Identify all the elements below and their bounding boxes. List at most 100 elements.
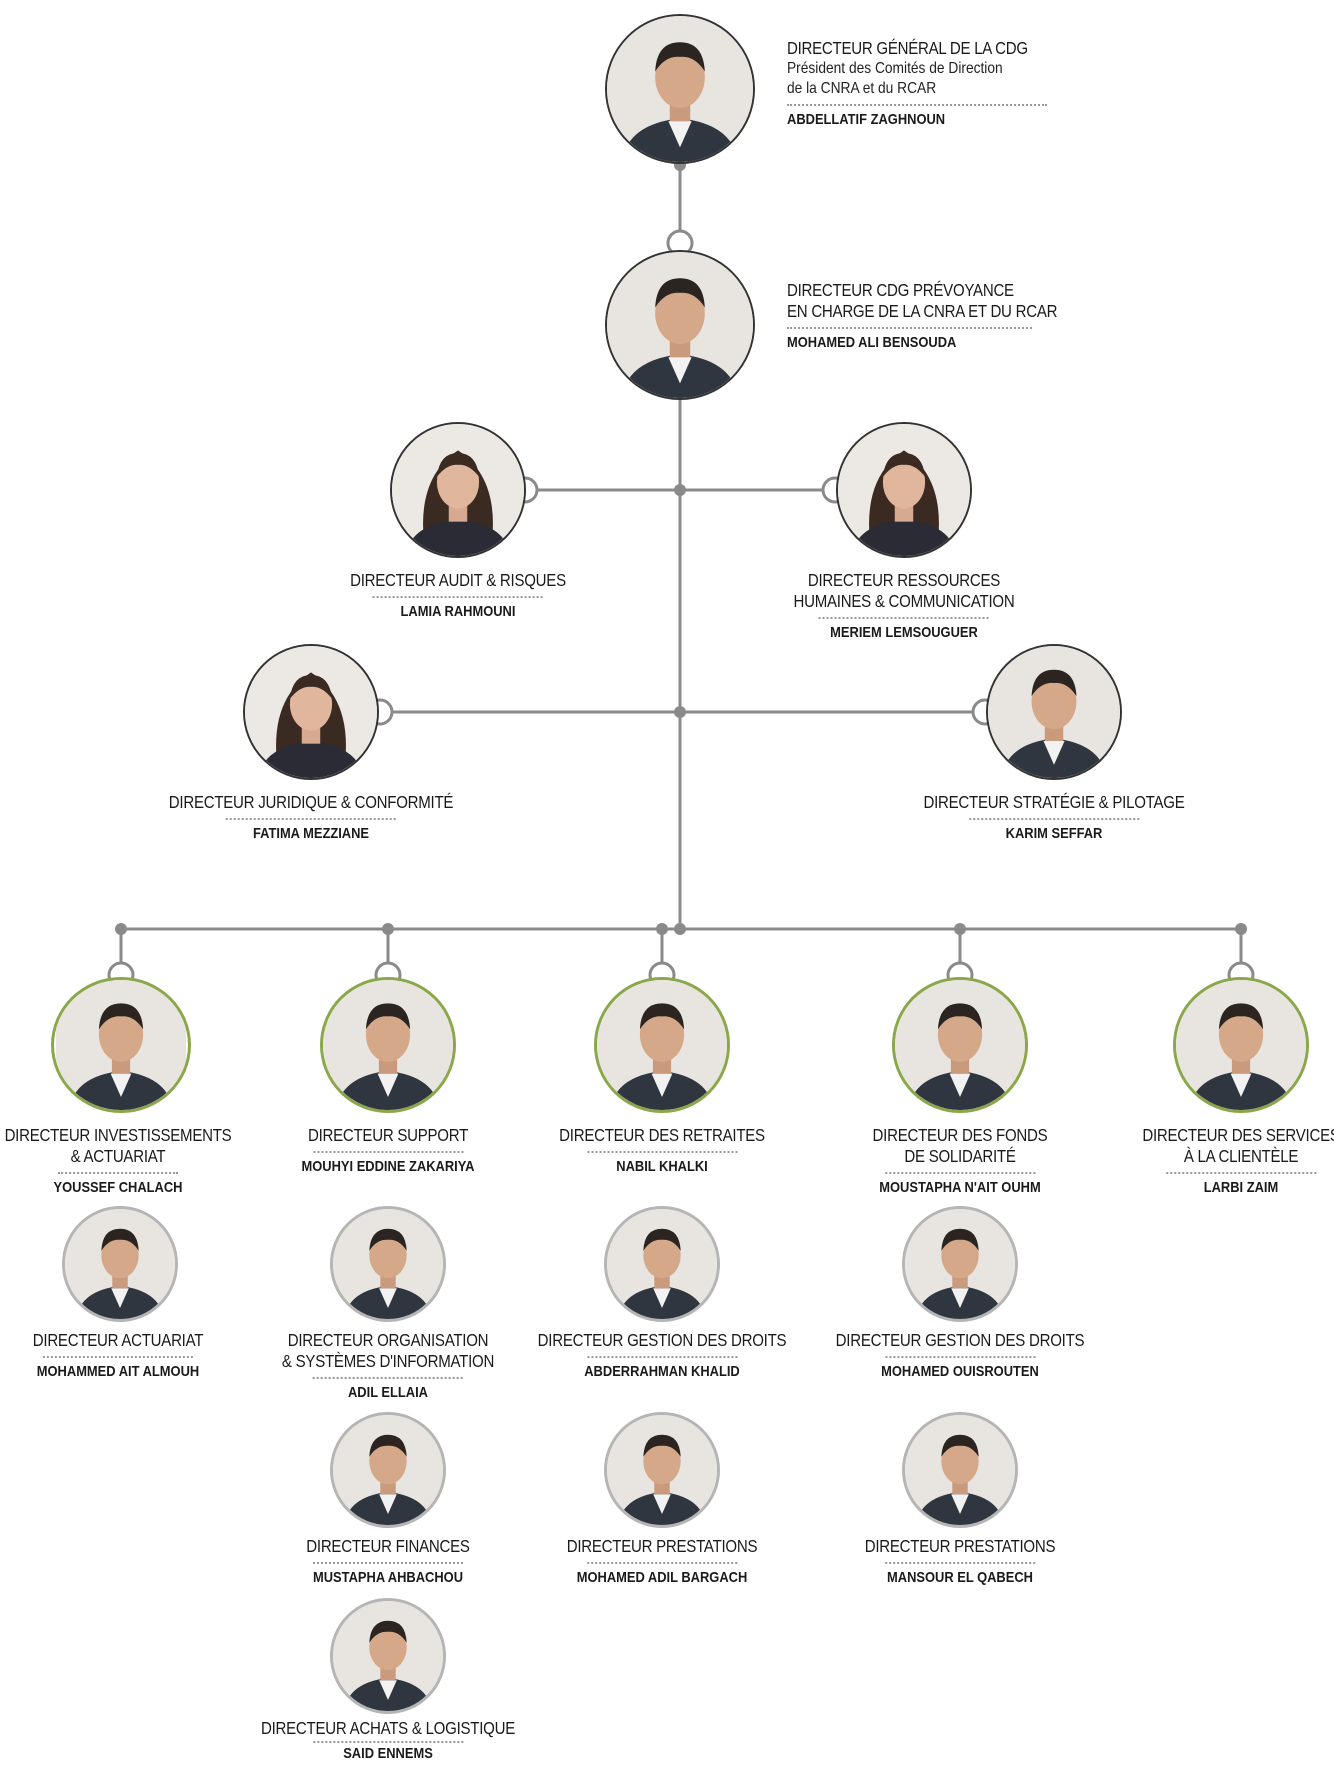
label-strategie-pilotage: DIRECTEUR STRATÉGIE & PILOTAGE KARIM SEF… bbox=[902, 792, 1205, 843]
person-name: LAMIA RAHMOUNI bbox=[400, 603, 516, 620]
label-finances: DIRECTEUR FINANCES MUSTAPHA AHBACHOU bbox=[293, 1536, 483, 1587]
label-actuariat: DIRECTEUR ACTUARIAT MOHAMMED AIT ALMOUH bbox=[19, 1330, 217, 1381]
label-prestations-solidarite: DIRECTEUR PRESTATIONS MANSOUR EL QABECH bbox=[849, 1536, 1071, 1587]
person-name: YOUSSEF CHALACH bbox=[53, 1179, 183, 1196]
person-name: ABDERRAHMAN KHALID bbox=[584, 1363, 740, 1380]
role-title: DIRECTEUR DES FONDS bbox=[872, 1125, 1048, 1145]
person-name: MOHAMED ALI BENSOUDA bbox=[787, 334, 957, 351]
role-title-line-2: À LA CLIENTÈLE bbox=[1183, 1146, 1299, 1166]
label-audit-risques: DIRECTEUR AUDIT & RISQUES LAMIA RAHMOUNI bbox=[333, 570, 584, 621]
dotted-divider bbox=[586, 1356, 737, 1358]
portrait-gestion-droits-solidarite bbox=[902, 1206, 1018, 1322]
dotted-divider bbox=[885, 1172, 1035, 1174]
dotted-divider bbox=[1165, 1172, 1316, 1174]
person-name: KARIM SEFFAR bbox=[1005, 825, 1103, 842]
label-support: DIRECTEUR SUPPORT MOUHYI EDDINE ZAKARIYA bbox=[287, 1125, 488, 1176]
dotted-divider bbox=[884, 1562, 1035, 1564]
portrait-gestion-droits-retraites bbox=[604, 1206, 720, 1322]
portrait-achats-logistique bbox=[330, 1598, 446, 1714]
dotted-divider bbox=[884, 1356, 1035, 1358]
dotted-divider bbox=[312, 1151, 463, 1153]
person-name: MOHAMED ADIL BARGACH bbox=[576, 1569, 748, 1586]
role-title: DIRECTEUR SUPPORT bbox=[307, 1125, 469, 1145]
portrait-support bbox=[320, 977, 456, 1113]
dotted-divider bbox=[586, 1562, 737, 1564]
role-title-line-2: EN CHARGE DE LA CNRA ET DU RCAR bbox=[787, 301, 1058, 321]
person-name: MOHAMED OUISROUTEN bbox=[881, 1363, 1039, 1380]
role-subtitle-1: Président des Comités de Direction bbox=[787, 60, 1003, 77]
dotted-divider bbox=[787, 327, 1032, 329]
role-title: DIRECTEUR AUDIT & RISQUES bbox=[350, 570, 566, 590]
person-name: MOHAMMED AIT ALMOUH bbox=[36, 1363, 200, 1380]
person-name: SAID ENNEMS bbox=[343, 1745, 433, 1762]
role-title: DIRECTEUR ACTUARIAT bbox=[32, 1330, 204, 1350]
role-title-line-2: & ACTUARIAT bbox=[70, 1146, 166, 1166]
role-title: DIRECTEUR JURIDIQUE & CONFORMITÉ bbox=[168, 792, 454, 812]
portrait-services-clientele bbox=[1173, 977, 1309, 1113]
person-name: MUSTAPHA AHBACHOU bbox=[312, 1569, 464, 1586]
portrait-prestations-solidarite bbox=[902, 1412, 1018, 1528]
dotted-divider bbox=[787, 104, 1047, 106]
label-fonds-solidarite: DIRECTEUR DES FONDS DE SOLIDARITÉ MOUSTA… bbox=[858, 1125, 1061, 1197]
person-name: ABDELLATIF ZAGHNOUN bbox=[787, 111, 946, 128]
person-name: NABIL KHALKI bbox=[616, 1158, 708, 1175]
role-title-line-2: & SYSTÈMES D'INFORMATION bbox=[281, 1351, 495, 1371]
role-title-line-2: HUMAINES & COMMUNICATION bbox=[793, 591, 1015, 611]
role-title: DIRECTEUR GESTION DES DROITS bbox=[537, 1330, 787, 1350]
portrait-actuariat bbox=[62, 1206, 178, 1322]
label-juridique-conformite: DIRECTEUR JURIDIQUE & CONFORMITÉ FATIMA … bbox=[146, 792, 477, 843]
label-organisation-si: DIRECTEUR ORGANISATION & SYSTÈMES D'INFO… bbox=[265, 1330, 512, 1402]
dotted-divider bbox=[226, 818, 396, 820]
dotted-divider bbox=[819, 617, 989, 619]
dotted-divider bbox=[586, 1151, 737, 1153]
portrait-ressources-humaines bbox=[836, 422, 972, 558]
role-title: DIRECTEUR CDG PRÉVOYANCE bbox=[787, 280, 1014, 300]
person-name: MANSOUR EL QABECH bbox=[887, 1569, 1033, 1586]
portrait-strategie-pilotage bbox=[986, 644, 1122, 780]
person-name: MERIEM LEMSOUGUER bbox=[830, 624, 978, 641]
label-directeur-cdg-prevoyance: DIRECTEUR CDG PRÉVOYANCE EN CHARGE DE LA… bbox=[787, 280, 1101, 352]
label-investissements-actuariat: DIRECTEUR INVESTISSEMENTS & ACTUARIAT YO… bbox=[0, 1125, 250, 1197]
label-prestations-retraites: DIRECTEUR PRESTATIONS MOHAMED ADIL BARGA… bbox=[551, 1536, 773, 1587]
person-name: MOUHYI EDDINE ZAKARIYA bbox=[301, 1158, 475, 1175]
portrait-directeur-general bbox=[605, 14, 755, 164]
portrait-finances bbox=[330, 1412, 446, 1528]
role-title: DIRECTEUR ACHATS & LOGISTIQUE bbox=[261, 1718, 515, 1738]
portrait-directeur-cdg-prevoyance bbox=[605, 250, 755, 400]
dotted-divider bbox=[969, 818, 1139, 820]
label-retraites: DIRECTEUR DES RETRAITES NABIL KHALKI bbox=[542, 1125, 781, 1176]
portrait-audit-risques bbox=[390, 422, 526, 558]
role-title: DIRECTEUR PRESTATIONS bbox=[864, 1536, 1056, 1556]
role-subtitle-2: de la CNRA et du RCAR bbox=[787, 80, 937, 97]
portrait-organisation-si bbox=[330, 1206, 446, 1322]
role-title: DIRECTEUR DES RETRAITES bbox=[559, 1125, 765, 1145]
dotted-divider bbox=[57, 1172, 178, 1174]
person-name: LARBI ZAIM bbox=[1203, 1179, 1279, 1196]
label-gestion-droits-solidarite: DIRECTEUR GESTION DES DROITS MOHAMED OUI… bbox=[815, 1330, 1104, 1381]
role-title: DIRECTEUR RESSOURCES bbox=[807, 570, 1001, 590]
label-gestion-droits-retraites: DIRECTEUR GESTION DES DROITS ABDERRAHMAN… bbox=[517, 1330, 806, 1381]
role-title-line-2: DE SOLIDARITÉ bbox=[904, 1146, 1016, 1166]
portrait-retraites bbox=[594, 977, 730, 1113]
role-title: DIRECTEUR GESTION DES DROITS bbox=[835, 1330, 1085, 1350]
label-ressources-humaines: DIRECTEUR RESSOURCES HUMAINES & COMMUNIC… bbox=[776, 570, 1033, 642]
role-title: DIRECTEUR DES SERVICES bbox=[1142, 1125, 1334, 1145]
portrait-investissements-actuariat bbox=[51, 977, 191, 1113]
label-directeur-general: DIRECTEUR GÉNÉRAL DE LA CDG Président de… bbox=[787, 38, 1067, 129]
dotted-divider bbox=[42, 1356, 193, 1358]
dotted-divider bbox=[312, 1377, 463, 1379]
role-title: DIRECTEUR STRATÉGIE & PILOTAGE bbox=[923, 792, 1185, 812]
dotted-divider bbox=[313, 1741, 463, 1743]
role-title: DIRECTEUR FINANCES bbox=[306, 1536, 470, 1556]
role-title: DIRECTEUR INVESTISSEMENTS bbox=[4, 1125, 232, 1145]
label-services-clientele: DIRECTEUR DES SERVICES À LA CLIENTÈLE LA… bbox=[1126, 1125, 1334, 1197]
role-title: DIRECTEUR ORGANISATION bbox=[287, 1330, 489, 1350]
person-name: FATIMA MEZZIANE bbox=[252, 825, 370, 842]
portrait-prestations-retraites bbox=[604, 1412, 720, 1528]
role-title: DIRECTEUR GÉNÉRAL DE LA CDG bbox=[787, 38, 1028, 58]
person-name: ADIL ELLAIA bbox=[347, 1384, 429, 1401]
dotted-divider bbox=[373, 596, 543, 598]
dotted-divider bbox=[313, 1562, 463, 1564]
portrait-fonds-solidarite bbox=[892, 977, 1028, 1113]
portrait-juridique-conformite bbox=[243, 644, 379, 780]
